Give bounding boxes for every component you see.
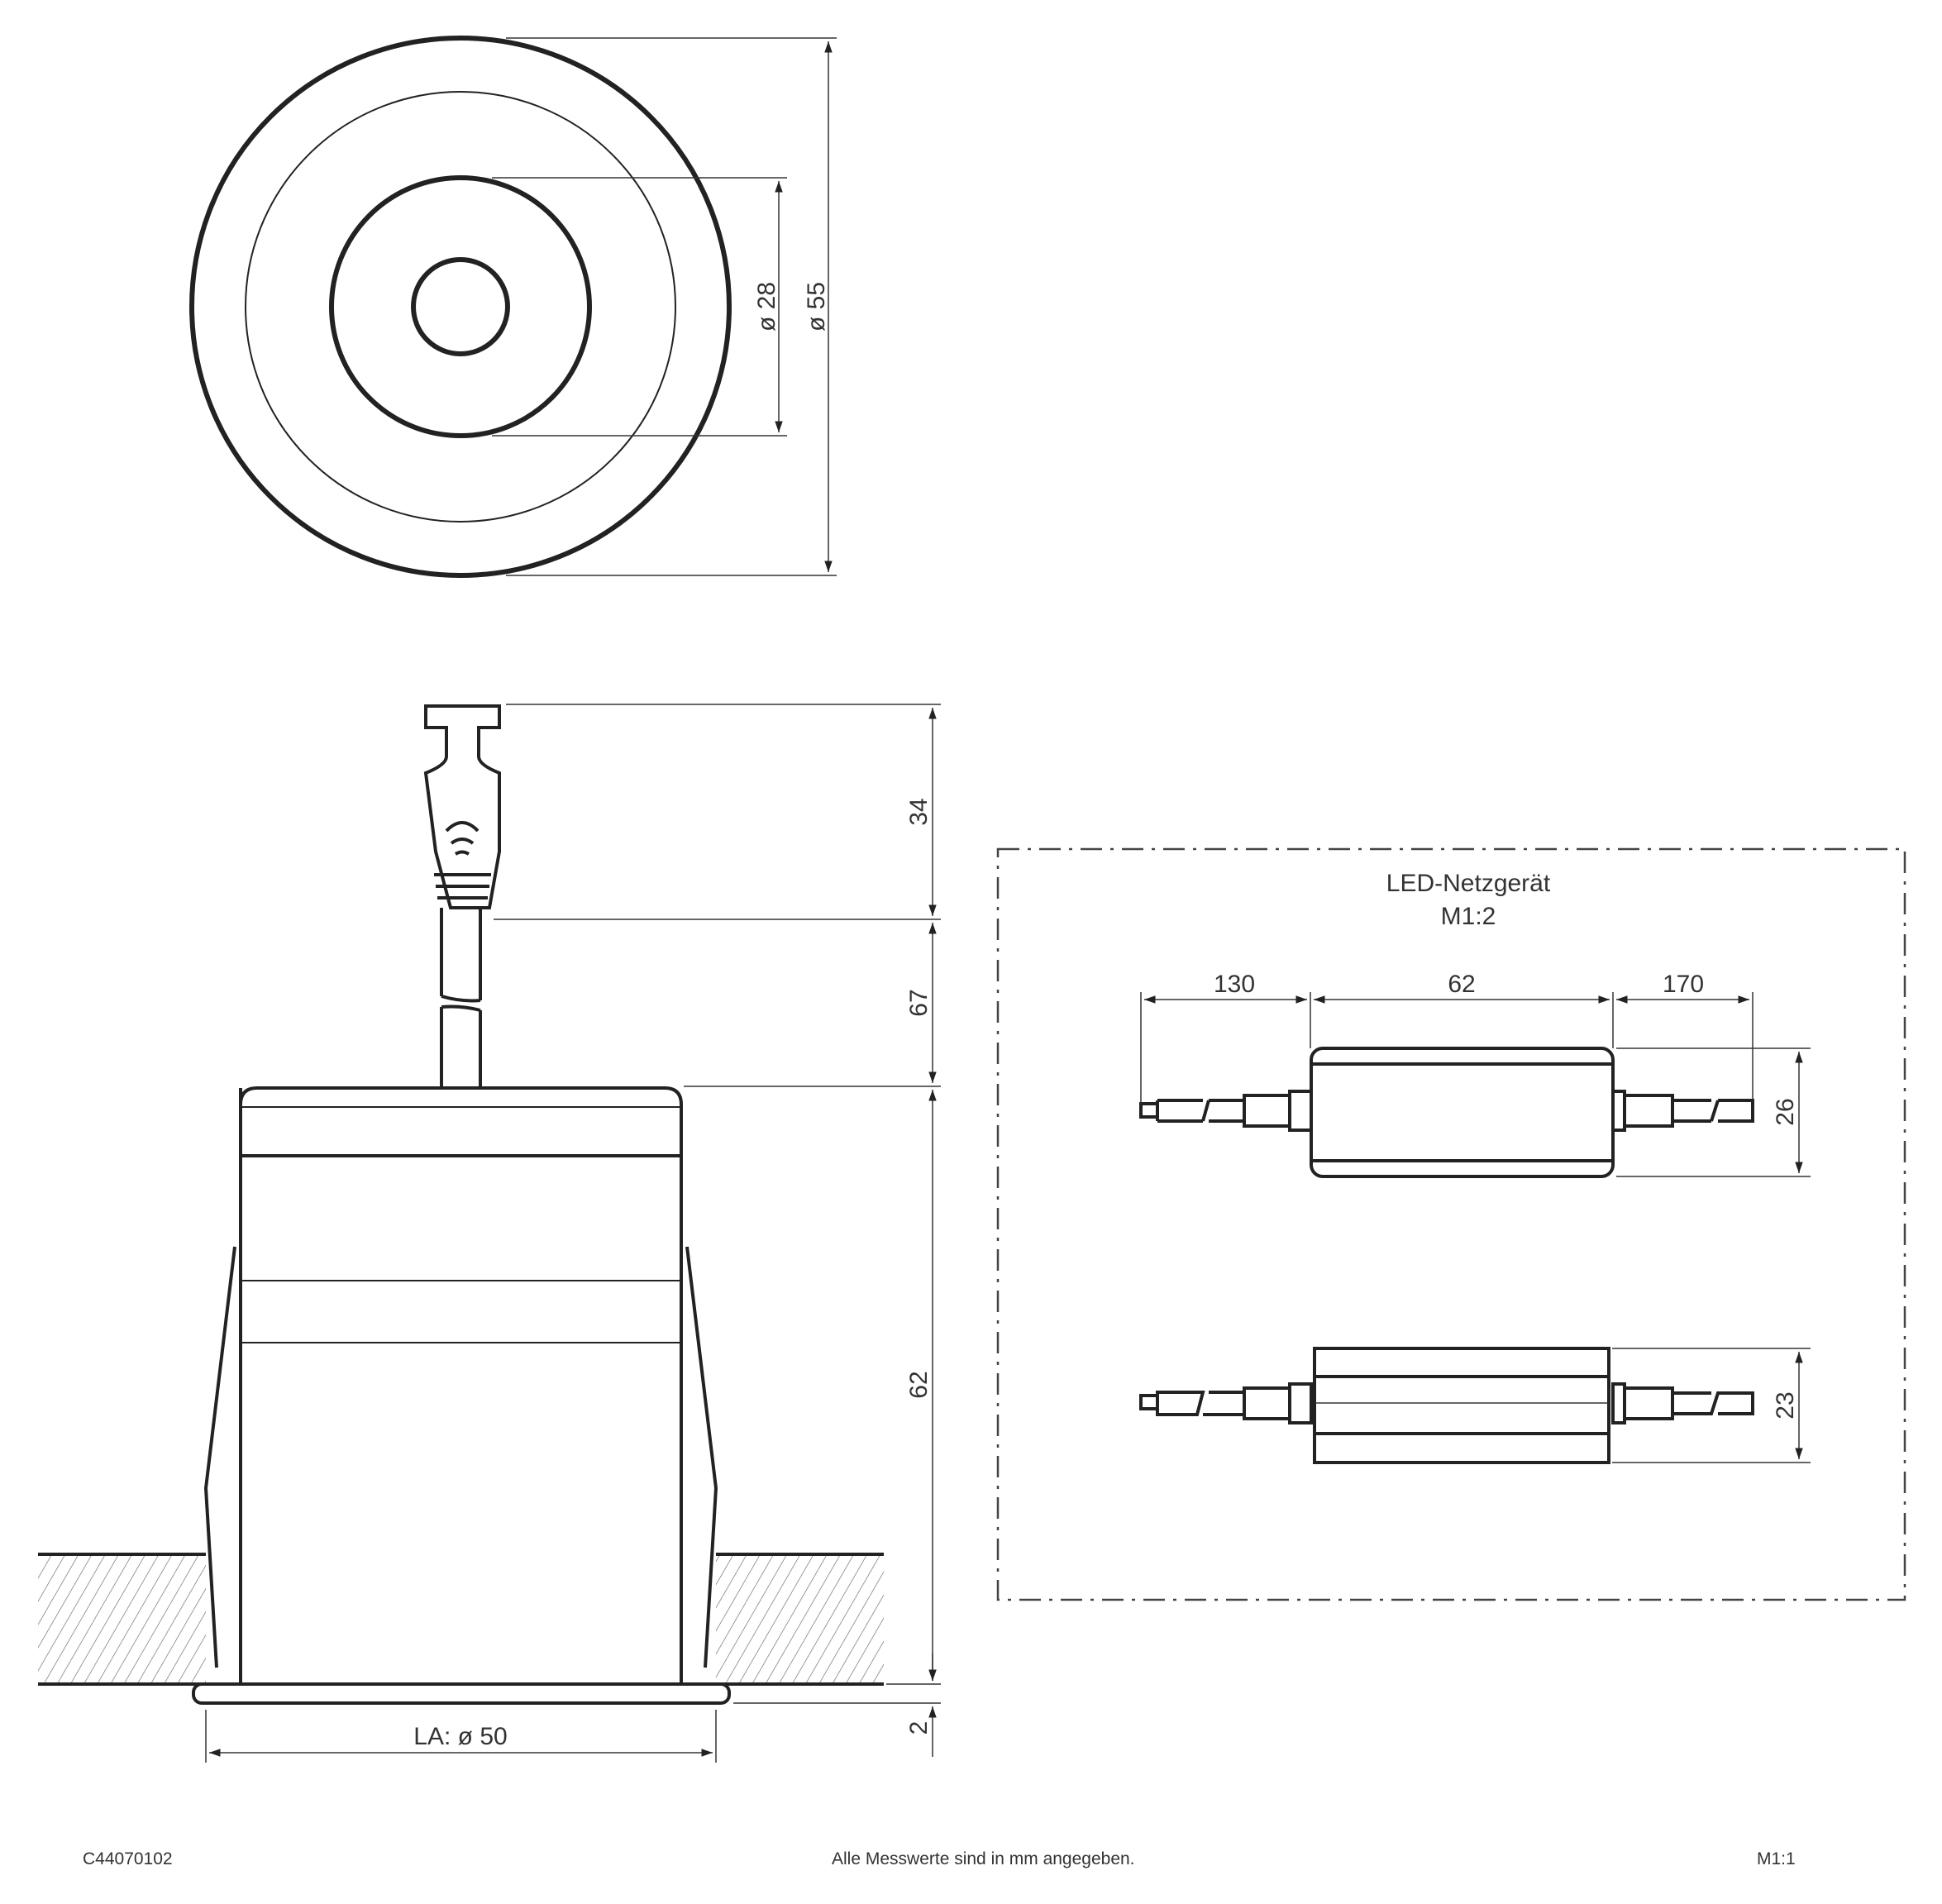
driver-side-view xyxy=(1139,1347,1811,1464)
bezel-circle xyxy=(245,91,676,523)
outer-ring-circle xyxy=(189,36,732,578)
cutout-label: LA: ø 50 xyxy=(413,1723,507,1750)
cable-lower xyxy=(440,1004,482,1088)
flange xyxy=(192,1682,731,1705)
ceiling-hatch-left xyxy=(38,1554,206,1684)
spring-clip-right xyxy=(685,1246,718,1668)
driver-frame xyxy=(996,847,1906,1601)
article-number: C44070102 xyxy=(83,1849,173,1868)
luminaire-body xyxy=(239,1086,683,1686)
dim-label-23: 23 xyxy=(1772,1391,1799,1419)
cable-upper xyxy=(440,908,482,1003)
units-note: Alle Messwerte sind in mm angegeben. xyxy=(832,1849,1135,1868)
dim-label-62: 62 xyxy=(905,1371,933,1398)
dim-label-170: 170 xyxy=(1663,971,1704,998)
ceiling-hatch-right xyxy=(716,1554,884,1684)
dim-label-26: 26 xyxy=(1772,1098,1799,1125)
led-circle xyxy=(411,257,510,356)
dim-label-28: ø 28 xyxy=(753,282,780,332)
driver-scale: M1:2 xyxy=(1440,903,1496,930)
spring-clip-left xyxy=(203,1246,236,1668)
driver-housing-side xyxy=(1313,1347,1610,1464)
signal-arc-2 xyxy=(450,837,475,845)
dim-label-62-driver: 62 xyxy=(1448,971,1475,998)
driver-housing xyxy=(1310,1047,1615,1178)
strain-relief-left xyxy=(1243,1094,1291,1128)
signal-arc-3 xyxy=(454,850,470,856)
dim-label-67: 67 xyxy=(905,989,933,1016)
dim-label-34: 34 xyxy=(905,798,933,825)
strain-relief-right xyxy=(1623,1094,1674,1128)
side-view xyxy=(38,704,941,1763)
dim-label-55: ø 55 xyxy=(803,282,830,332)
signal-arc-1 xyxy=(445,821,480,833)
connector-plug xyxy=(423,704,501,909)
driver-top-view xyxy=(1139,992,1811,1178)
drawing-scale: M1:1 xyxy=(1757,1849,1796,1868)
reflector-circle xyxy=(329,175,592,438)
top-view xyxy=(189,36,837,578)
dim-label-130: 130 xyxy=(1214,971,1255,998)
dim-label-2: 2 xyxy=(905,1721,933,1735)
driver-title: LED-Netzgerät xyxy=(1386,870,1551,897)
